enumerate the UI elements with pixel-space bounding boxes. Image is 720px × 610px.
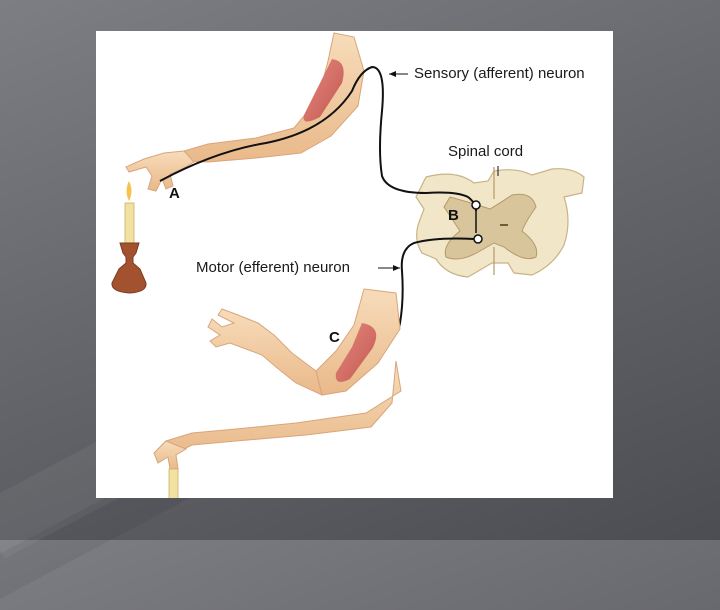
candle-holder <box>111 242 147 294</box>
original-arm-position <box>153 360 402 498</box>
upper-arm-touching-flame <box>125 32 365 192</box>
spinal-cord <box>415 167 585 278</box>
withdrawn-arm <box>207 288 401 396</box>
reflex-arc-figure: Sensory (afferent) neuron Spinal cord Mo… <box>96 31 613 498</box>
candle-flame <box>126 181 132 201</box>
label-a: A <box>169 185 180 202</box>
sensory-neuron-path <box>159 65 477 212</box>
synapse-2 <box>473 234 483 244</box>
candle <box>111 181 147 294</box>
label-b: B <box>448 207 459 224</box>
biceps-muscle-top <box>303 59 344 122</box>
label-spinal-cord: Spinal cord <box>448 143 524 160</box>
label-sensory-neuron: Sensory (afferent) neuron <box>414 65 585 82</box>
biceps-muscle-bottom <box>335 323 377 382</box>
label-motor-neuron: Motor (efferent) neuron <box>196 259 350 276</box>
synapse-1 <box>471 200 481 210</box>
label-c: C <box>329 329 340 346</box>
reflex-arc-diagram <box>111 32 585 498</box>
